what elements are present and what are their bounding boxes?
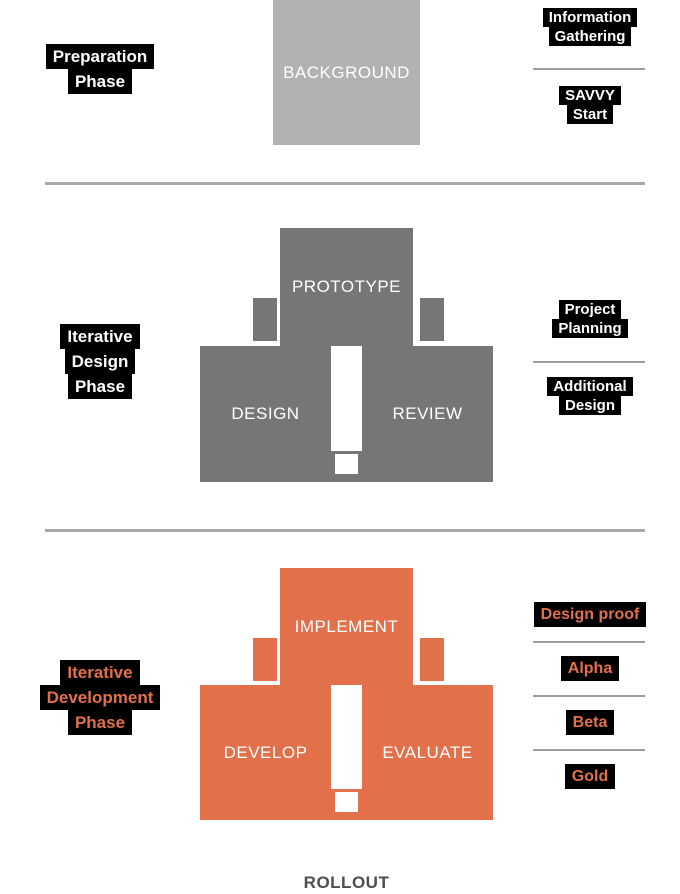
milestone-label-line: Additional: [547, 377, 633, 396]
milestone-design-proof: Design proof: [515, 602, 665, 627]
review-box-label: REVIEW: [392, 404, 463, 423]
milestone-label-line: Design proof: [533, 602, 647, 627]
phase-label-line: Phase: [67, 710, 133, 735]
evaluate-box-label: EVALUATE: [382, 742, 473, 762]
background-box: BACKGROUND: [273, 0, 420, 145]
background-box-label: BACKGROUND: [283, 62, 410, 82]
milestone-separator-line: [533, 641, 645, 643]
phase-label-line: Iterative: [60, 324, 140, 349]
section-divider: [45, 182, 645, 185]
milestone-additional-design: Additional Design: [520, 377, 660, 415]
design-box-label: DESIGN: [231, 404, 300, 423]
milestone-beta: Beta: [515, 710, 665, 735]
phase-label-line: Phase: [67, 374, 133, 399]
milestone-separator-line: [533, 361, 645, 363]
development-cycle-notch: [335, 792, 358, 812]
review-box: REVIEW: [362, 346, 493, 482]
milestone-label-line: SAVVY: [559, 86, 621, 105]
milestone-label-line: Beta: [565, 710, 615, 735]
development-cycle-left-connector: [253, 638, 277, 681]
milestone-alpha: Alpha: [515, 656, 665, 681]
develop-box-label: DEVELOP: [223, 742, 308, 762]
milestone-label-line: Project: [558, 300, 622, 319]
prototype-box-label: PROTOTYPE: [291, 277, 402, 296]
milestone-separator-line: [533, 68, 645, 70]
phase-label-line: Preparation: [45, 44, 155, 69]
design-cycle-left-connector: [253, 298, 277, 341]
milestone-separator-line: [533, 695, 645, 697]
section-divider: [45, 529, 645, 532]
develop-box: DEVELOP: [200, 685, 331, 820]
implement-box-label: IMPLEMENT: [294, 616, 399, 636]
milestone-separator-line: [533, 749, 645, 751]
milestone-information-gathering: Information Gathering: [520, 8, 660, 46]
iterative-design-phase-label: Iterative Design Phase: [30, 324, 170, 399]
phase-label-line: Design: [64, 349, 136, 374]
milestone-label-line: Design: [558, 396, 621, 415]
preparation-phase-label: Preparation Phase: [20, 44, 180, 94]
phase-label-line: Iterative: [60, 660, 140, 685]
design-box: DESIGN: [200, 346, 331, 482]
milestone-label-line: Planning: [552, 319, 628, 338]
phase-label-line: Development: [39, 685, 161, 710]
milestone-label-line: Gold: [564, 764, 616, 789]
milestone-label-line: Alpha: [560, 656, 620, 681]
milestone-project-planning: Project Planning: [520, 300, 660, 338]
rollout-label: ROLLOUT: [303, 873, 390, 892]
development-cycle-right-connector: [420, 638, 444, 681]
evaluate-box: EVALUATE: [362, 685, 493, 820]
design-cycle-notch: [335, 454, 358, 474]
milestone-label-line: Start: [566, 105, 614, 124]
implement-box: IMPLEMENT: [280, 568, 413, 685]
milestone-label-line: Gathering: [548, 27, 632, 46]
design-cycle-right-connector: [420, 298, 444, 341]
milestone-label-line: Information: [542, 8, 638, 27]
milestone-savvy-start: SAVVY Start: [520, 86, 660, 124]
prototype-box: PROTOTYPE: [280, 228, 413, 346]
milestone-gold: Gold: [515, 764, 665, 789]
phase-label-line: Phase: [67, 69, 133, 94]
iterative-development-phase-label: Iterative Development Phase: [15, 660, 185, 735]
